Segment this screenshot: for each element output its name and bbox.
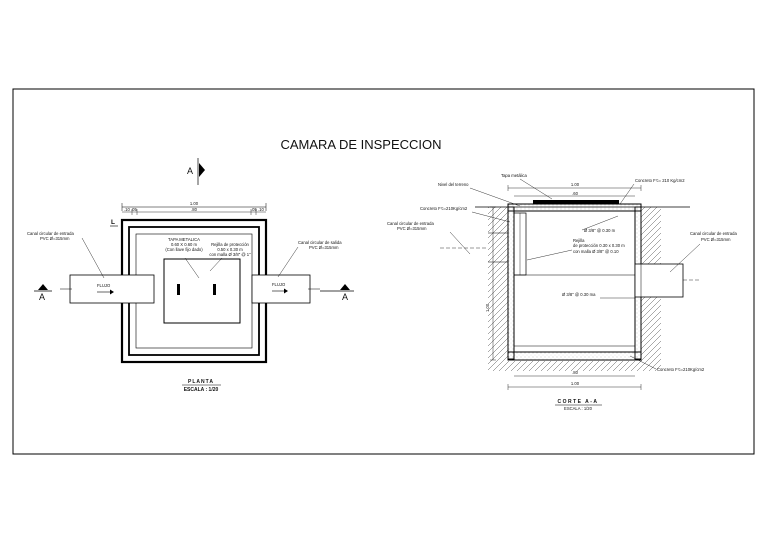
plan-outlet-label-2: PVC Ø=315mm [309, 245, 339, 250]
plan-grate-label-3: con malla Ø 3/8" @ 1" [209, 252, 251, 257]
section-outlet-label-2: PVC Ø=315mm [701, 237, 731, 242]
section-dim-bottom: 1.00 [571, 381, 580, 386]
plan-view: A 1.00 .80 .10 .05 .05 .10 L FLUJO FLUJO [27, 158, 354, 393]
section-dim-bottom-inner: .80 [572, 370, 578, 375]
plan-flow-right: FLUJO [272, 282, 286, 287]
section-soil-left [488, 207, 508, 370]
plan-handle-left [177, 284, 180, 295]
section-concrete-bottom: Concreto F'c=210Kg/cm2 [657, 367, 705, 372]
section-dim-top-inner: .60 [572, 191, 578, 196]
section-outlet-pipe [634, 263, 684, 298]
plan-handle-right [213, 284, 216, 295]
plan-inlet-label-2: PVC Ø=315mm [40, 236, 70, 241]
section-top-slab [507, 203, 642, 212]
plan-lid-label-3: (Con llave fijo dado) [165, 247, 203, 252]
plan-lid-label-1: TAPA METALICA [168, 237, 200, 242]
section-scale: ESCALA : 1/20 [564, 406, 593, 411]
section-concrete-left: Concreto F'c=210Kg/cm2 [420, 206, 468, 211]
plan-section-right: A [342, 292, 348, 302]
section-dim-top: 1.00 [571, 182, 580, 187]
plan-inlet-label-1: Canal circular de entrada [27, 231, 74, 236]
plan-dim-wall-right: .05 [251, 207, 257, 212]
plan-cut-marker: A [187, 166, 193, 176]
section-lid [533, 200, 619, 204]
section-inlet-label-2: PVC Ø=315mm [397, 226, 427, 231]
plan-flow-left: FLUJO [97, 283, 111, 288]
plan-inlet-pipe [69, 274, 155, 304]
plan-section-arrow-left [38, 284, 48, 290]
section-inlet-label-1: Canal circular de entrada [387, 221, 434, 226]
plan-dim-top: 1.00 [190, 201, 199, 206]
section-terrain-label: Nivel del terreno [438, 182, 469, 187]
plan-outlet-pipe [251, 274, 311, 304]
section-rebar-top: Ø 3/8" @ 0.30 m [584, 228, 616, 233]
section-view: Tapa metálica Nivel del terreno Concreto… [387, 173, 737, 411]
plan-lid [163, 258, 241, 324]
plan-scale: ESCALA : 1/20 [184, 387, 219, 393]
plan-grate-label-2: 0.50 x 0.30 m [217, 247, 243, 252]
plan-lid-label-2: 0.60 X 0.60 m [171, 242, 198, 247]
section-lid-label: Tapa metálica [501, 173, 528, 178]
section-soil-bottom [488, 361, 661, 371]
section-caption: CORTE A-A [557, 399, 598, 405]
plan-caption: PLANTA [188, 379, 214, 385]
section-grate-label-3: con malla Ø 3/8" @ 0.10 [573, 249, 619, 254]
plan-dim-wall-left2: .05 [131, 207, 137, 212]
plan-marker-l: L [111, 219, 115, 226]
section-outlet-label-1: Canal circular de entrada [690, 231, 737, 236]
plan-dim-inner: .80 [191, 207, 197, 212]
section-dim-height: 1.00 [485, 303, 490, 312]
drawing-title: CAMARA DE INSPECCION [280, 137, 441, 152]
plan-dim-wall-right2: .10 [258, 207, 264, 212]
sheet-border [12, 88, 755, 455]
section-grate-label-2: de protección 0.30 x 0.30 m [573, 243, 625, 248]
plan-outlet-label-1: Canal circular de salida [298, 240, 342, 245]
plan-grate-label-1: Rejilla de protección [211, 242, 249, 247]
plan-dim-wall-left: .10 [124, 207, 130, 212]
section-concrete-top-right: Concreto F'c= 210 Kg/cm2 [635, 178, 685, 183]
section-wall-left [507, 206, 515, 360]
section-grate-label-1: Rejilla [573, 238, 585, 243]
section-base-slab [507, 351, 642, 361]
plan-section-arrow-right [340, 284, 350, 290]
plan-section-left: A [39, 292, 45, 302]
section-rebar-mid: Ø 3/8" @ 0.30 ma [562, 292, 596, 297]
